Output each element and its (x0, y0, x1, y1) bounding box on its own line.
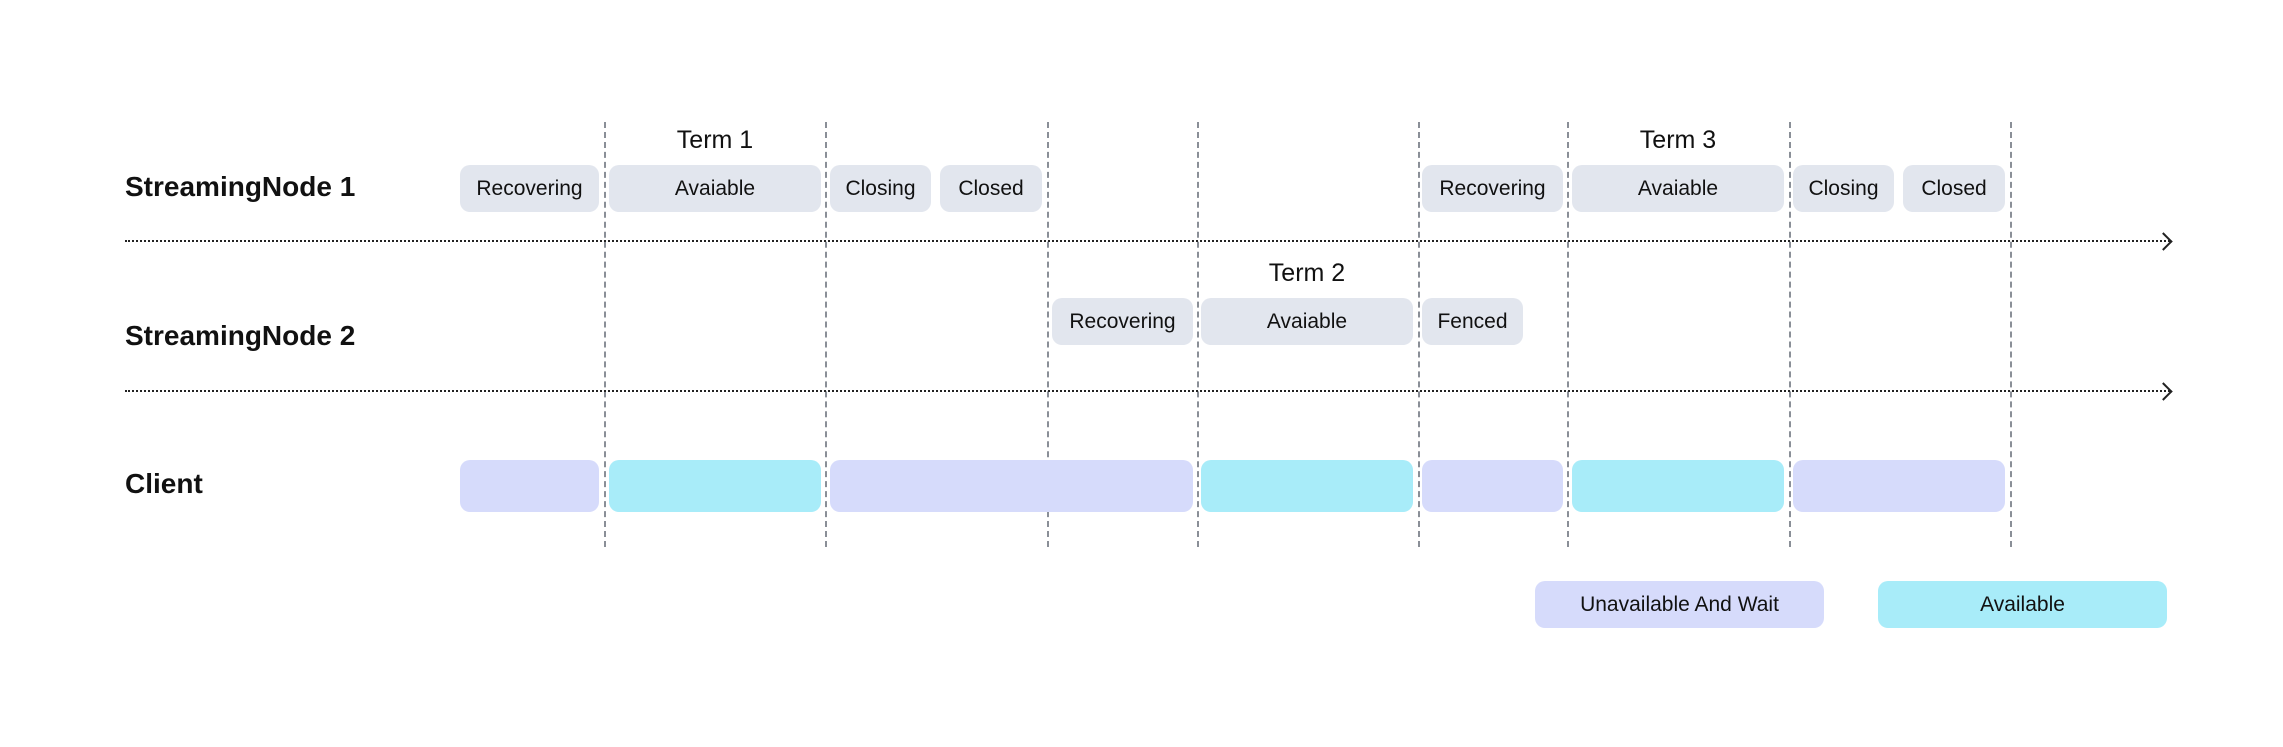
node2-state-fenced: Fenced (1422, 298, 1523, 345)
node1-state-available: Avaiable (1572, 165, 1784, 212)
timeline-divider (1789, 122, 1791, 547)
node2-state-available: Avaiable (1201, 298, 1413, 345)
term-1-label: Term 1 (676, 126, 754, 154)
client-segment-wait (830, 460, 1193, 512)
node1-state-available: Avaiable (609, 165, 821, 212)
timeline-divider (1047, 122, 1049, 547)
client-segment-available (609, 460, 821, 512)
node2-timeline-axis (125, 390, 2170, 392)
client-segment-wait (460, 460, 599, 512)
legend-unavailable-and-wait: Unavailable And Wait (1535, 581, 1824, 628)
timeline-divider (604, 122, 606, 547)
node1-timeline-axis (125, 240, 2170, 242)
node1-state-closed: Closed (1903, 165, 2005, 212)
row-label-streamingnode-1: StreamingNode 1 (125, 171, 356, 202)
timeline-divider (2010, 122, 2012, 547)
node2-state-recovering: Recovering (1052, 298, 1193, 345)
client-segment-wait (1793, 460, 2005, 512)
client-segment-available (1572, 460, 1784, 512)
timeline-divider (1197, 122, 1199, 547)
timeline-divider (825, 122, 827, 547)
node1-state-closing: Closing (830, 165, 931, 212)
term-3-label: Term 3 (1639, 126, 1717, 154)
timeline-divider (1418, 122, 1420, 547)
row-label-streamingnode-2: StreamingNode 2 (125, 320, 356, 351)
node1-state-recovering: Recovering (1422, 165, 1563, 212)
term-2-label: Term 2 (1268, 259, 1346, 287)
node1-state-closing: Closing (1793, 165, 1894, 212)
legend-available: Available (1878, 581, 2167, 628)
timeline-divider (1567, 122, 1569, 547)
client-segment-wait (1422, 460, 1563, 512)
node1-state-closed: Closed (940, 165, 1042, 212)
node1-state-recovering: Recovering (460, 165, 599, 212)
axis-arrowhead-icon (2154, 232, 2173, 251)
row-label-client: Client (125, 468, 203, 499)
axis-arrowhead-icon (2154, 382, 2173, 401)
client-segment-available (1201, 460, 1413, 512)
